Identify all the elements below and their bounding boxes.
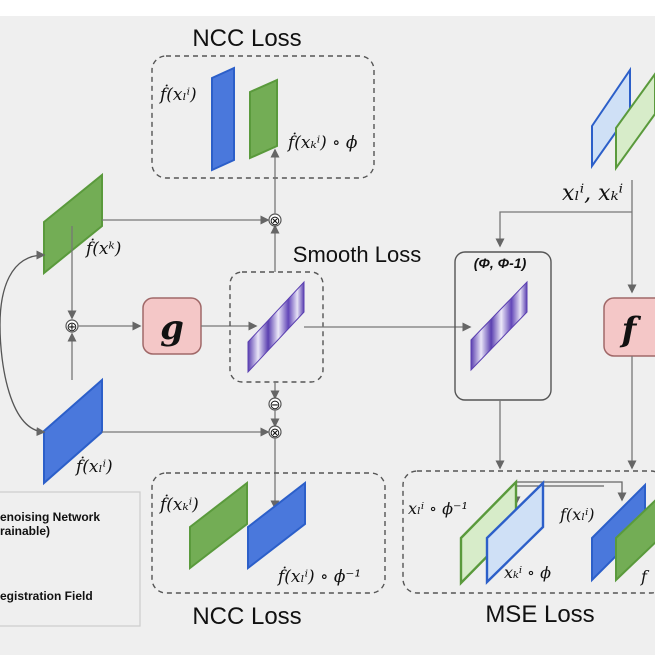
mse-fl-label: f(xₗⁱ) — [559, 505, 595, 524]
top-green-feature-map — [249, 78, 278, 160]
phi-pair-label: (Φ, Φ-1) — [474, 255, 527, 271]
legend-denoise-line1: enoising Network — [0, 510, 100, 524]
diagram-background — [0, 16, 655, 655]
mse-warped-xk — [485, 480, 545, 585]
f-network-block — [603, 297, 655, 357]
legend-denoise-line2: rainable) — [0, 524, 50, 538]
left-fk-label: ḟ(xᵏ) — [84, 239, 121, 259]
ncc-loss-top-title: NCC Loss — [192, 25, 301, 52]
ncc-loss-bottom-box — [151, 472, 386, 594]
mse-loss-box — [402, 470, 655, 594]
smooth-loss-title: Smooth Loss — [293, 242, 421, 267]
legend-registration: egistration Field — [0, 589, 93, 603]
ominus-symbol: ⊖ — [270, 397, 281, 412]
f-network-label: f — [620, 310, 642, 350]
input-pair-label: xₗⁱ, xₖⁱ — [562, 181, 623, 206]
top-fk-phi-label: ḟ(xₖⁱ) ∘ ϕ — [286, 133, 358, 153]
otimes-top-symbol: ⊗ — [270, 213, 281, 228]
plus-operator-symbol: ⊕ — [67, 319, 78, 334]
mse-xl-phi-label: xₗⁱ ∘ ϕ⁻¹ — [408, 499, 468, 518]
input-xk-image — [615, 72, 655, 172]
registration-field-phi — [470, 280, 528, 372]
mse-xk-phi-label: xₖⁱ ∘ ϕ — [504, 563, 551, 582]
bottom-green-feature-map — [189, 480, 248, 571]
input-arc-bottom — [0, 324, 46, 437]
bottom-blue-feature-map — [247, 480, 306, 571]
mse-loss-title: MSE Loss — [485, 601, 594, 628]
g-network-label: g — [160, 308, 184, 348]
ncc-loss-top-box — [151, 55, 375, 179]
top-fl-label: ḟ(xₗⁱ) — [158, 85, 197, 105]
legend-box — [0, 491, 141, 627]
registration-field-center — [247, 280, 305, 374]
mse-fk-map — [615, 499, 655, 583]
mse-f-cut-label: f — [640, 567, 650, 586]
otimes-bottom-symbol: ⊗ — [270, 425, 281, 440]
ncc-loss-bottom-title: NCC Loss — [192, 603, 301, 630]
input-arc-top — [0, 250, 46, 326]
arrow-input-to-phi — [495, 211, 632, 248]
bottom-fl-phi-label: ḟ(xₗⁱ) ∘ ϕ⁻¹ — [276, 567, 361, 587]
top-blue-feature-map — [211, 66, 235, 172]
arrow-mse-cross-right — [516, 481, 627, 502]
bottom-fk-label: ḟ(xₖⁱ) — [158, 495, 199, 515]
phi-field-box — [454, 251, 552, 401]
left-fl-label: ḟ(xₗⁱ) — [74, 457, 113, 477]
